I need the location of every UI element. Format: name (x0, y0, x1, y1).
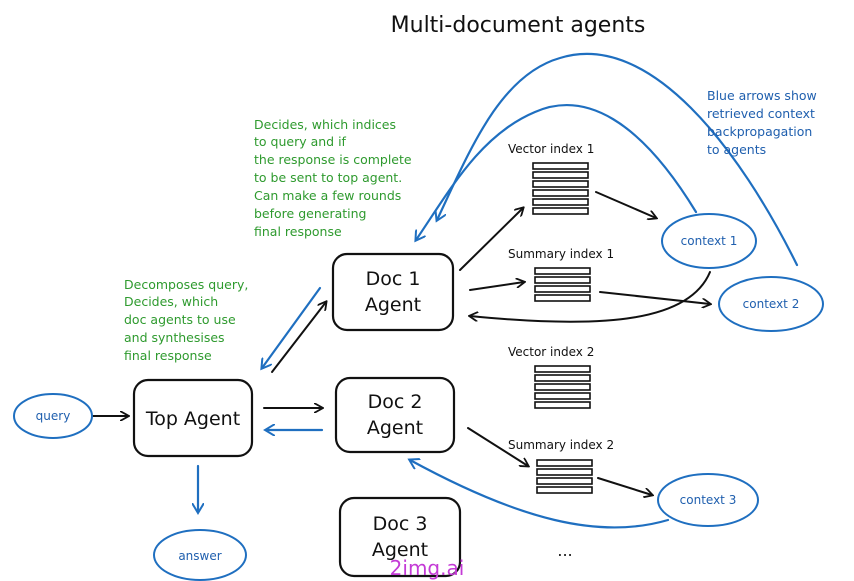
top-agent-note-line: doc agents to use (124, 312, 236, 327)
vector-index-1-stack (532, 162, 589, 215)
summary-index-1-stack (534, 267, 591, 302)
context2-label: context 2 (743, 297, 800, 311)
answer-node: answer (153, 529, 247, 581)
doc1-to-vector1-arrow (459, 208, 523, 271)
summary-index-2-label: Summary index 2 (508, 438, 614, 452)
doc-agent-note-line: before generating (254, 206, 366, 221)
top-agent-note-line: final response (124, 348, 212, 363)
backprop-arrow-context3 (410, 460, 670, 529)
answer-label: answer (178, 549, 221, 563)
doc-agent-note-line: to be sent to top agent. (254, 170, 402, 185)
top-agent-note-line: Decides, which (124, 294, 218, 309)
vector-index-1: Vector index 1 (508, 142, 594, 215)
doc1-agent-label-line1: Doc 1 (366, 268, 421, 290)
context2-to-doc1-arrow (470, 271, 711, 323)
context1-label: context 1 (681, 234, 738, 248)
query-node: query (13, 393, 93, 439)
doc2-agent-label-line1: Doc 2 (368, 391, 423, 413)
doc2-agent-label-line2: Agent (367, 417, 423, 439)
context3-label: context 3 (680, 493, 737, 507)
vector1-to-context1-arrow (595, 191, 656, 218)
summary-index-1: Summary index 1 (508, 247, 614, 302)
backprop-arrow-outer (437, 52, 799, 267)
summary1-to-context2-arrow (599, 291, 710, 304)
context1-node: context 1 (661, 213, 757, 269)
doc1-to-top-agent-arrow (262, 286, 322, 368)
query-label: query (36, 409, 71, 423)
doc3-agent-box: Doc 3 Agent (338, 496, 462, 578)
top-agent-box: Top Agent (132, 378, 254, 458)
doc-agent-note-line: to query and if (254, 134, 347, 149)
vector-index-2-label: Vector index 2 (508, 345, 594, 359)
doc-agent-note-line: Decides, which indices (254, 117, 396, 132)
blue-arrows-note-line: Blue arrows show (707, 88, 817, 103)
doc3-agent-label-line2: Agent (372, 539, 428, 561)
vector-index-2: Vector index 2 (508, 345, 594, 409)
blue-arrows-note-line: retrieved context (707, 106, 815, 121)
doc1-agent-label-line2: Agent (365, 294, 421, 316)
vector-index-1-label: Vector index 1 (508, 142, 594, 156)
blue-arrows-note-line: to agents (707, 142, 766, 157)
doc-agent-note-line: the response is complete (254, 152, 412, 167)
doc2-agent-box: Doc 2 Agent (334, 376, 456, 454)
doc2-to-summary2-arrow (467, 427, 528, 466)
summary2-to-context3-arrow (597, 477, 652, 495)
doc-agent-note-line: Can make a few rounds (254, 188, 401, 203)
summary-index-2-stack (536, 459, 593, 494)
top-agent-to-doc1-arrow (271, 302, 326, 373)
more-indices-ellipsis: ... (557, 541, 572, 560)
blue-arrows-note-line: backpropagation (707, 124, 812, 139)
context3-node: context 3 (657, 473, 759, 527)
top-agent-note-line: and synthesises (124, 330, 225, 345)
context2-node: context 2 (718, 276, 824, 332)
top-agent-label: Top Agent (145, 408, 240, 430)
backprop-arrow-inner (416, 104, 698, 240)
summary-index-2: Summary index 2 (508, 438, 614, 494)
watermark: 2img.ai (390, 556, 465, 580)
doc1-to-summary1-arrow (469, 282, 524, 291)
top-agent-note: Decomposes query, Decides, which doc age… (124, 277, 248, 363)
diagram-title: Multi-document agents (391, 13, 646, 38)
vector-index-2-stack (534, 365, 591, 409)
summary-index-1-label: Summary index 1 (508, 247, 614, 261)
doc3-agent-label-line1: Doc 3 (373, 513, 428, 535)
top-agent-note-line: Decomposes query, (124, 277, 248, 292)
doc1-agent-box: Doc 1 Agent (331, 252, 455, 332)
doc-agent-note: Decides, which indices to query and if t… (254, 117, 412, 239)
doc-agent-note-line: final response (254, 224, 342, 239)
blue-arrows-note: Blue arrows show retrieved context backp… (707, 88, 817, 157)
